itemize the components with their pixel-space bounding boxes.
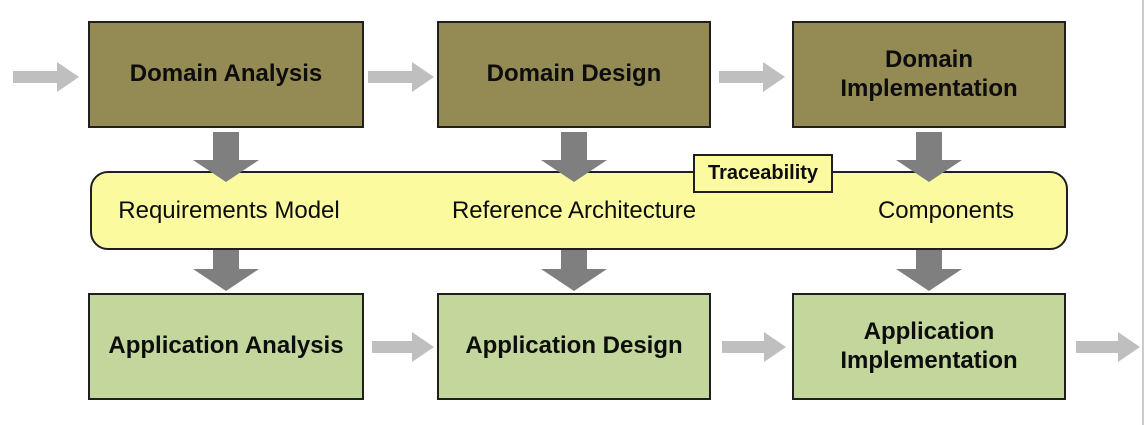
application-implementation-box: Application Implementation (792, 293, 1066, 400)
page-edge-line (1142, 0, 1144, 425)
arrow-right-icon (719, 62, 785, 92)
flow-in-arrow-icon (13, 62, 79, 92)
arrow-down-icon (193, 132, 259, 182)
application-analysis-label: Application Analysis (108, 332, 344, 360)
application-design-box: Application Design (437, 293, 711, 400)
flow-out-arrow-icon (1076, 332, 1140, 362)
application-analysis-box: Application Analysis (88, 293, 364, 400)
domain-design-box: Domain Design (437, 21, 711, 128)
reference-architecture-label: Reference Architecture (451, 197, 697, 224)
requirements-model-label: Requirements Model (118, 197, 340, 224)
domain-design-label: Domain Design (486, 60, 662, 88)
traceability-tag: Traceability (693, 154, 833, 193)
application-design-label: Application Design (465, 332, 683, 360)
arrow-down-icon (896, 132, 962, 182)
domain-implementation-box: Domain Implementation (792, 21, 1066, 128)
arrow-right-icon (372, 332, 434, 362)
arrow-right-icon (722, 332, 786, 362)
domain-analysis-label: Domain Analysis (129, 60, 323, 88)
arrow-down-icon (541, 132, 607, 182)
arrow-down-icon (541, 250, 607, 291)
traceability-tag-label: Traceability (707, 162, 819, 184)
domain-implementation-label: Domain Implementation (840, 45, 1018, 102)
application-implementation-label: Application Implementation (840, 317, 1018, 374)
components-label: Components (877, 197, 1015, 224)
arrow-down-icon (193, 250, 259, 291)
arrow-right-icon (368, 62, 434, 92)
arrow-down-icon (896, 250, 962, 291)
domain-analysis-box: Domain Analysis (88, 21, 364, 128)
